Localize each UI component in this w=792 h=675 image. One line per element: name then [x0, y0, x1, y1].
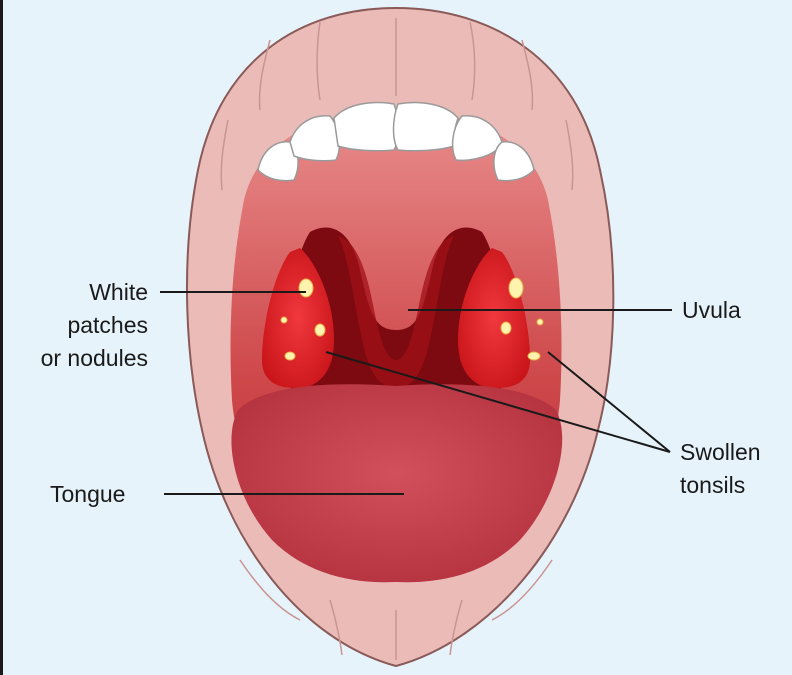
label-white-patches: White patches or nodules [8, 276, 148, 375]
label-swollen-tonsils: Swollen tonsils [680, 436, 761, 502]
label-tongue: Tongue [50, 478, 125, 511]
label-uvula: Uvula [682, 294, 741, 327]
